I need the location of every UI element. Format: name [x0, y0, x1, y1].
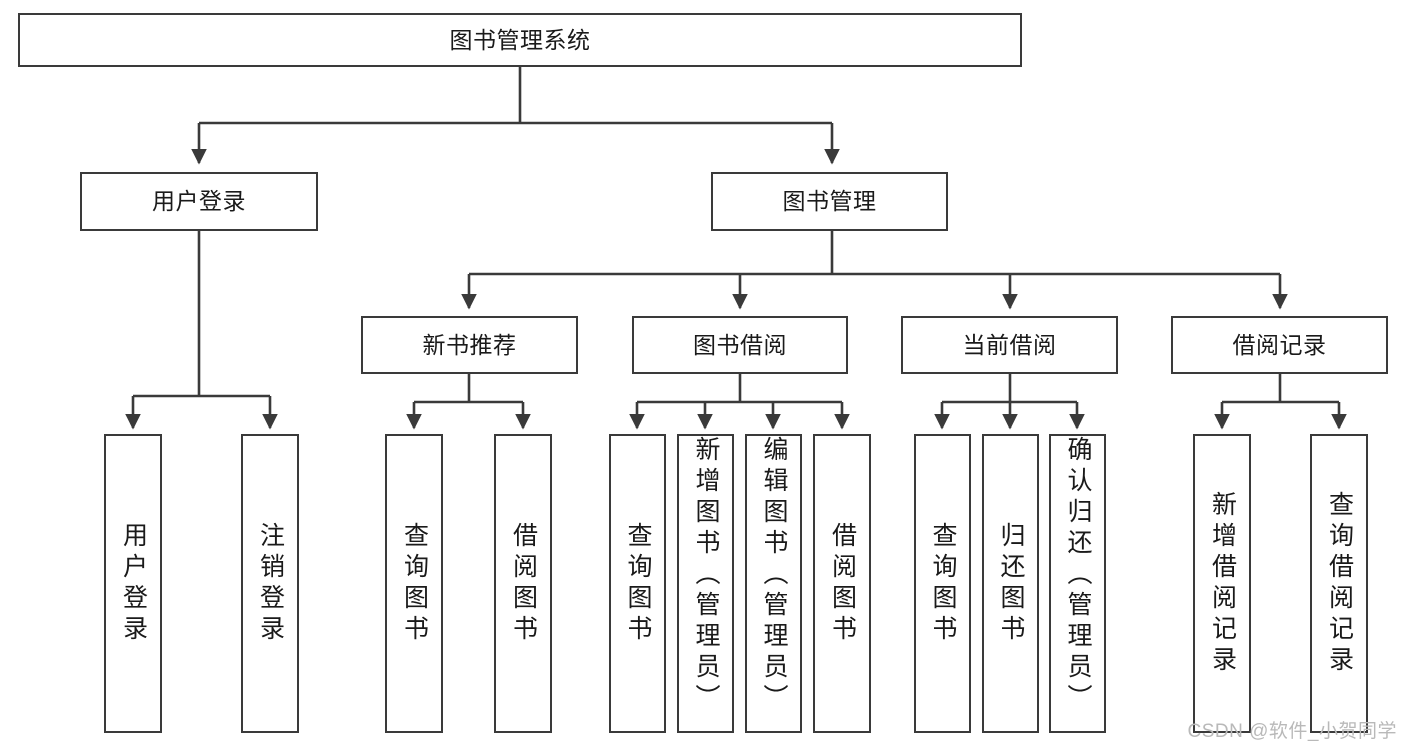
node-book-borrow-label: 图书借阅	[693, 331, 787, 358]
node-leaf-borrow-book-1[interactable]: 借阅图书	[494, 434, 552, 733]
node-leaf-confirm-return[interactable]: 确认归还（管理员）	[1049, 434, 1106, 733]
node-borrow-record[interactable]: 借阅记录	[1171, 316, 1388, 374]
node-leaf-confirm-return-label: 确认归还（管理员）	[1064, 436, 1092, 715]
node-root-label: 图书管理系统	[449, 26, 591, 53]
node-leaf-edit-book-label: 编辑图书（管理员）	[760, 436, 788, 715]
node-leaf-logout-label: 注销登录	[256, 521, 285, 646]
node-leaf-add-record-label: 新增借阅记录	[1208, 490, 1237, 677]
node-leaf-query-book-2-label: 查询图书	[624, 521, 652, 646]
node-leaf-borrow-book-1-label: 借阅图书	[509, 521, 538, 646]
node-new-book-rec[interactable]: 新书推荐	[361, 316, 578, 374]
node-leaf-user-login[interactable]: 用户登录	[104, 434, 162, 733]
node-leaf-query-book-3-label: 查询图书	[929, 521, 957, 646]
node-new-book-rec-label: 新书推荐	[422, 331, 517, 358]
node-leaf-query-record-label: 查询借阅记录	[1325, 490, 1354, 677]
node-leaf-edit-book[interactable]: 编辑图书（管理员）	[745, 434, 802, 733]
node-current-borrow-label: 当前借阅	[962, 331, 1057, 358]
node-leaf-user-login-label: 用户登录	[119, 521, 148, 646]
node-leaf-add-record[interactable]: 新增借阅记录	[1193, 434, 1251, 733]
node-leaf-logout[interactable]: 注销登录	[241, 434, 299, 733]
watermark: CSDN @软件_小贺同学	[1187, 721, 1397, 742]
node-user-login-label: 用户登录	[152, 188, 246, 215]
node-leaf-add-book[interactable]: 新增图书（管理员）	[677, 434, 734, 733]
node-borrow-record-label: 借阅记录	[1232, 331, 1327, 358]
node-root[interactable]: 图书管理系统	[18, 13, 1022, 67]
node-leaf-return-book-label: 归还图书	[997, 521, 1025, 646]
node-book-mgmt[interactable]: 图书管理	[711, 172, 948, 231]
node-leaf-query-book-1-label: 查询图书	[400, 521, 429, 646]
node-leaf-query-record[interactable]: 查询借阅记录	[1310, 434, 1368, 733]
node-current-borrow[interactable]: 当前借阅	[901, 316, 1118, 374]
node-leaf-query-book-1[interactable]: 查询图书	[385, 434, 443, 733]
node-leaf-query-book-3[interactable]: 查询图书	[914, 434, 971, 733]
node-user-login[interactable]: 用户登录	[80, 172, 318, 231]
node-leaf-add-book-label: 新增图书（管理员）	[692, 436, 720, 715]
node-leaf-borrow-book-2-label: 借阅图书	[828, 521, 857, 646]
node-leaf-borrow-book-2[interactable]: 借阅图书	[813, 434, 871, 733]
node-book-mgmt-label: 图书管理	[782, 188, 877, 215]
node-leaf-return-book[interactable]: 归还图书	[982, 434, 1039, 733]
node-book-borrow[interactable]: 图书借阅	[632, 316, 848, 374]
node-leaf-query-book-2[interactable]: 查询图书	[609, 434, 666, 733]
